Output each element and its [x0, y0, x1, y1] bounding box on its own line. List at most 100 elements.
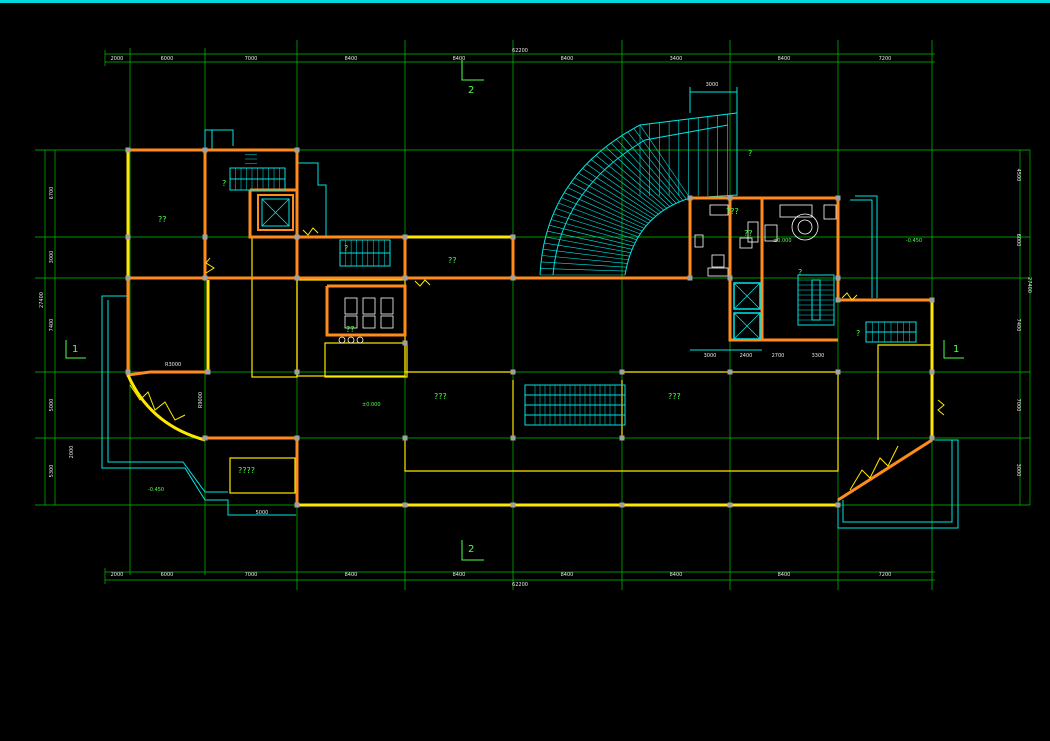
straight-stairs: [229, 167, 917, 426]
column: [202, 435, 208, 441]
stair-tread: [545, 236, 631, 254]
stair-tread: [540, 268, 626, 272]
top-dim-5: 8400: [453, 56, 466, 62]
left-dimension-labels: 27400 6700 3000 7400 5000 5300: [39, 187, 55, 478]
bottom-dim-3: 7000: [245, 572, 258, 578]
dim-sw-bottom: 5000: [256, 510, 269, 516]
dim-east-bottom-b: 2400: [740, 353, 753, 359]
column: [294, 147, 300, 153]
room-label-wc-b: ??: [346, 325, 355, 334]
room-label-east: ?: [856, 329, 860, 338]
yellow-walls: [229, 236, 932, 494]
column: [727, 502, 733, 508]
section-mark-top: 2: [468, 85, 474, 96]
bottom-dim-6: 8400: [561, 572, 574, 578]
column: [835, 502, 841, 508]
dim-sw-left: 2000: [69, 446, 75, 459]
column: [202, 147, 208, 153]
column: [294, 369, 300, 375]
room-label-kitchen-a: ???: [726, 207, 739, 216]
top-dimension-labels: 62200 2000 6000 7000 8400 8400 8400 3400…: [111, 48, 892, 62]
stair-tread: [600, 150, 667, 209]
break-symbols: [129, 227, 945, 491]
column: [294, 435, 300, 441]
stair-tread: [605, 146, 671, 207]
stair-tread: [633, 128, 687, 200]
column: [402, 234, 408, 240]
section-marks: 2 2 1 1: [65, 60, 964, 561]
stair-tread: [578, 172, 654, 219]
room-label-stair-w: ?: [222, 179, 226, 188]
bottom-dim-5: 8400: [453, 572, 466, 578]
room-label-kitchen-b: ??: [744, 229, 753, 238]
stair-tread: [570, 182, 649, 224]
stair-tread: [574, 177, 651, 222]
bottom-dim-4: 8400: [345, 572, 358, 578]
stair-tread: [561, 197, 643, 232]
dim-east-bottom-a: 3000: [704, 353, 717, 359]
column: [294, 502, 300, 508]
top-dim-2: 6000: [161, 56, 174, 62]
stair-tread: [553, 213, 637, 241]
room-label-nw: ??: [158, 215, 167, 224]
column: [835, 195, 841, 201]
room-label-center-north: ??: [448, 256, 457, 265]
axis-grid: [35, 40, 1030, 590]
section-mark-right: 1: [953, 344, 959, 355]
level-outside-e: -0.450: [906, 238, 922, 244]
room-label-ramp: ?: [748, 149, 752, 158]
column: [619, 369, 625, 375]
column: [125, 275, 131, 281]
right-dim-1: 4500: [1015, 169, 1021, 182]
dim-west-curve-b: R9000: [198, 392, 204, 408]
right-dim-3: 7400: [1015, 319, 1021, 332]
column: [619, 435, 625, 441]
right-dim-4: 7000: [1015, 399, 1021, 412]
section-mark-left: 1: [72, 344, 78, 355]
stair-tread: [567, 187, 647, 227]
column: [402, 275, 408, 281]
bottom-dim-7: 8400: [670, 572, 683, 578]
column: [687, 195, 693, 201]
dimension-lines: [44, 50, 1031, 584]
bottom-dim-9: 7200: [879, 572, 892, 578]
right-total-dim: 27400: [1026, 277, 1032, 293]
stair-tread: [548, 224, 634, 247]
column: [402, 340, 408, 346]
curved-stair-treads: [540, 113, 738, 276]
left-total-dim: 27400: [39, 292, 45, 308]
stair-tread: [564, 192, 645, 229]
column: [402, 502, 408, 508]
column: [510, 369, 516, 375]
room-label-stair-e: ?: [798, 268, 802, 277]
top-dim-9: 7200: [879, 56, 892, 62]
column: [687, 275, 693, 281]
top-dim-4: 8400: [345, 56, 358, 62]
dim-east-bottom-d: 3300: [812, 353, 825, 359]
top-total-dim: 62200: [512, 48, 528, 54]
structural-columns: [125, 147, 935, 508]
stair-tread: [542, 248, 629, 261]
column: [510, 435, 516, 441]
room-label-hall-west: ???: [434, 392, 447, 401]
column: [727, 275, 733, 281]
stair-tread: [639, 124, 691, 199]
left-dim-5: 5300: [49, 465, 55, 478]
room-label-wc-a: ?: [344, 244, 348, 253]
column: [294, 275, 300, 281]
stair-tread: [621, 135, 680, 203]
stair-tread: [551, 219, 636, 244]
stair-steps: [235, 154, 910, 425]
stair-tread: [558, 202, 641, 235]
top-dim-1: 2000: [111, 56, 124, 62]
section-mark-bottom: 2: [468, 544, 474, 555]
column: [202, 275, 208, 281]
bottom-total-dim: 62200: [512, 582, 528, 588]
column: [125, 369, 131, 375]
elevators: [257, 194, 761, 340]
top-dim-8: 8400: [778, 56, 791, 62]
left-dim-1: 6700: [49, 187, 55, 200]
stair-tread: [586, 163, 659, 215]
level-hall: ±0.000: [362, 402, 381, 408]
